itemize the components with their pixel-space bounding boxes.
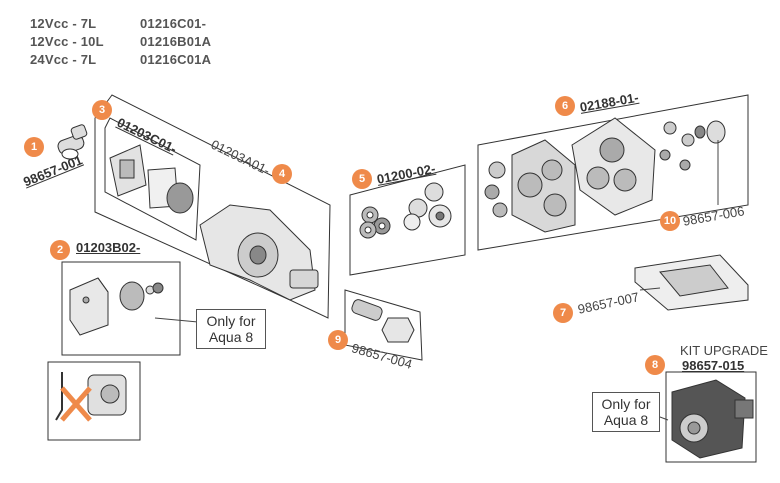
ref-code-1: 01216C01- [140, 16, 207, 31]
note-line-2: Aqua 8 [603, 412, 649, 428]
badge-4: 4 [272, 164, 292, 184]
kit-upgrade-title: KIT UPGRADE [680, 343, 768, 358]
badge-6: 6 [555, 96, 575, 116]
part-code-8: 98657-015 [682, 358, 745, 373]
badge-9: 9 [328, 330, 348, 350]
pump-sketch-not-included [87, 374, 127, 416]
badge-8: 8 [645, 355, 665, 375]
cross-out-icon [60, 386, 92, 422]
panel-outline-2 [61, 261, 181, 356]
panel-outline-5 [349, 164, 466, 276]
upgrade-pump-part-8 [665, 371, 757, 463]
panel-outline-3 [94, 94, 331, 319]
pump-head-part-6 [484, 117, 726, 233]
ref-voltage-3: 24Vcc - 7L [30, 52, 97, 67]
note-line-2: Aqua 8 [208, 329, 254, 345]
note-line-1: Only for [601, 396, 651, 412]
badge-5: 5 [352, 169, 372, 189]
panel-outline-3-inner [104, 117, 201, 241]
ref-code-3: 01216C01A [140, 52, 212, 67]
fitting-part-1 [57, 124, 88, 160]
badge-1: 1 [24, 137, 44, 157]
not-included-box [47, 361, 141, 441]
fittings-part-9 [351, 299, 415, 343]
panel-outline-6 [477, 94, 749, 251]
panel-outline-9 [344, 289, 423, 361]
ref-code-2: 01216B01A [140, 34, 212, 49]
note-line-1: Only for [206, 313, 256, 329]
part-code-2: 01203B02- [76, 240, 141, 255]
badge-2: 2 [50, 240, 70, 260]
ref-voltage-2: 12Vcc - 10L [30, 34, 104, 49]
note-aqua8-left: Only for Aqua 8 [196, 309, 266, 349]
pump-body-part-4 [199, 204, 319, 301]
motor-housing-part-2 [69, 277, 164, 336]
bracket-part-7 [634, 254, 749, 311]
badge-3: 3 [92, 100, 112, 120]
badge-10: 10 [660, 211, 680, 231]
valves-part-5 [359, 182, 452, 239]
badge-7: 7 [553, 303, 573, 323]
ref-voltage-1: 12Vcc - 7L [30, 16, 97, 31]
hex-key-icon [55, 372, 63, 421]
parts-group-3 [109, 144, 194, 214]
note-aqua8-right: Only for Aqua 8 [592, 392, 660, 432]
